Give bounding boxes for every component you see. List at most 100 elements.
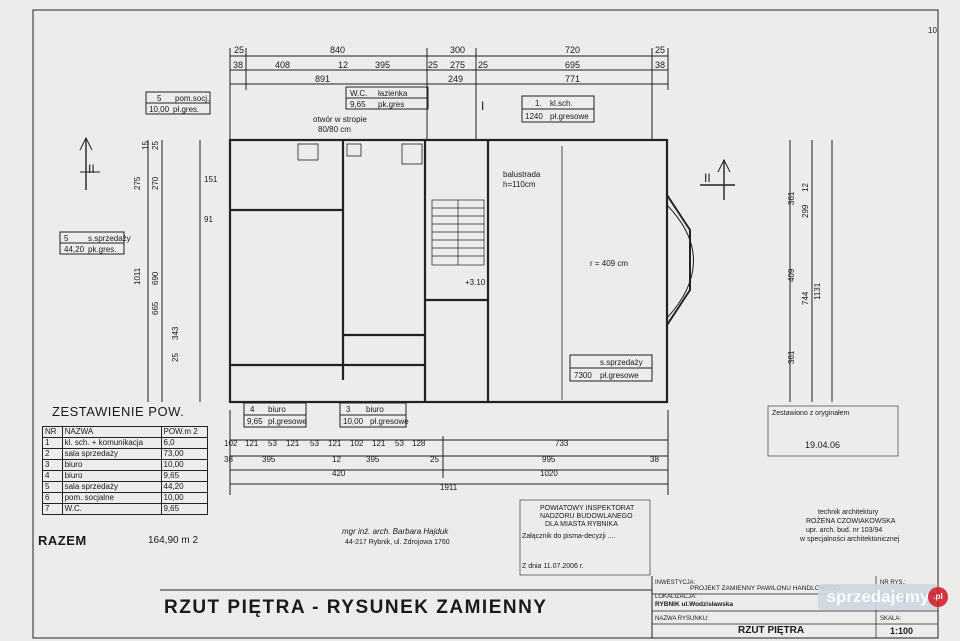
bottom-dim-16: 25 — [430, 455, 439, 464]
page-number: 10 — [928, 26, 937, 35]
left-dim-3: 270 — [151, 176, 160, 190]
kl-area: 1240 — [525, 112, 543, 121]
sala5-no: 5 — [64, 234, 69, 243]
table-cell: 5 — [42, 481, 63, 493]
left-dim-9: 665 — [151, 301, 160, 315]
section-left: II — [88, 162, 95, 176]
bottom-dim-1: 102 — [224, 439, 238, 448]
biuro3-no: 3 — [346, 405, 351, 414]
tb-inwestycja: PROJEKT ZAMIENNY PAWILONU HANDLOWEGO — [690, 585, 840, 592]
sala5-name: s.sprzedaży — [88, 234, 131, 243]
inspektorat-5: Z dnia 11.07.2006 r. — [522, 563, 584, 570]
top-dim-1: 25 — [234, 45, 244, 55]
sheet-frame — [32, 9, 939, 639]
left-dim-5: 91 — [204, 215, 213, 224]
right-dim-5: 1131 — [813, 282, 822, 300]
technik-3: upr. arch. bud. nr 103/94 — [806, 527, 882, 534]
bottom-dim-19: 420 — [332, 469, 346, 478]
room5a-no: 5 — [157, 94, 162, 103]
top-dim-5: 25 — [655, 45, 665, 55]
kl-floor: pł.gresowe — [550, 112, 589, 121]
right-dim-4: 409 — [787, 268, 796, 282]
wc-name: W.C. — [350, 89, 367, 98]
sala2-area: 7300 — [574, 371, 592, 380]
bottom-dim-18: 38 — [650, 455, 659, 464]
bottom-dim-10: 128 — [412, 439, 426, 448]
level-label: +3.10 — [465, 278, 486, 287]
table-cell: sala sprzedaży — [61, 481, 162, 493]
left-dim-7: 1011 — [133, 267, 142, 285]
table-cell: 6 — [42, 492, 63, 504]
table-header-cell: POW.m 2 — [160, 426, 208, 438]
stamp-date: 19.04.06 — [805, 440, 840, 450]
room5a-floor: pł.gres. — [173, 105, 199, 114]
tb-nr-label: NR RYS.: — [880, 580, 906, 586]
table-cell: 9,65 — [160, 503, 208, 515]
sala5-floor: pk.gres. — [88, 245, 116, 254]
bottom-dim-7: 102 — [350, 439, 364, 448]
biuro4-floor: pł.gresowe — [268, 417, 307, 426]
table-cell: 3 — [42, 459, 63, 471]
table-cell: kl. sch. + komunikacja — [61, 437, 162, 449]
watermark-logo: sprzedajemy .pl — [818, 584, 948, 610]
table-cell: 7 — [42, 503, 63, 515]
table-cell: 4 — [42, 470, 63, 482]
table-cell: 10,00 — [160, 459, 208, 471]
top-dim-11: 275 — [450, 60, 465, 70]
room5a-area: 10,00 — [149, 105, 170, 114]
top-dim-7: 408 — [275, 60, 290, 70]
table-cell: biuro — [61, 459, 162, 471]
top-dim-12: 25 — [478, 60, 488, 70]
bottom-dim-3: 53 — [268, 439, 277, 448]
tb-lokalizacja-label: LOKALIZACJA: — [655, 594, 697, 600]
biuro3-floor: pł.gresowe — [370, 417, 409, 426]
left-dim-10: 343 — [171, 326, 180, 340]
right-dim-6: 744 — [801, 291, 810, 305]
opening-label-2: 80/80 cm — [318, 125, 351, 134]
tb-skala: 1:100 — [890, 626, 913, 636]
kl-no: 1. — [535, 99, 542, 108]
bottom-dim-4: 121 — [286, 439, 300, 448]
bottom-dim-17: 995 — [542, 455, 556, 464]
top-dim-14: 38 — [655, 60, 665, 70]
table-cell: W.C. — [61, 503, 162, 515]
sala2-name: s.sprzedaży — [600, 358, 643, 367]
bottom-dim-12: 38 — [224, 455, 233, 464]
biuro4-no: 4 — [250, 405, 255, 414]
tb-nazwa: RZUT PIĘTRA — [738, 625, 804, 636]
architect-stamp-name: mgr inż. arch. Barbara Hajduk — [342, 527, 449, 536]
watermark-tld: .pl — [928, 587, 948, 607]
wc-floor: pk.gres — [378, 100, 404, 109]
inspektorat-4: Załącznik do pisma-decyzji .... — [522, 533, 615, 540]
top-dim-10: 25 — [428, 60, 438, 70]
tb-nazwa-label: NAZWA RYSUNKU: — [655, 616, 709, 622]
tb-skala-label: SKALA: — [880, 616, 901, 622]
watermark-text: sprzedajemy — [826, 587, 930, 606]
bottom-dim-8: 121 — [372, 439, 386, 448]
left-dim-2: 25 — [151, 141, 160, 150]
sala2-floor: pł.gresowe — [600, 371, 639, 380]
inspektorat-1: POWIATOWY INSPEKTORAT — [540, 505, 635, 512]
bottom-dim-6: 121 — [328, 439, 342, 448]
table-cell: 73,00 — [160, 448, 208, 460]
table-cell: 1 — [42, 437, 63, 449]
left-dim-1: 15 — [141, 141, 150, 150]
top-dim-4: 720 — [565, 45, 580, 55]
top-dim-2: 840 — [330, 45, 345, 55]
architect-stamp-addr: 44-217 Rybnik, ul. Zdrojowa 1760 — [345, 539, 450, 546]
sala5-area: 44,20 — [64, 245, 85, 254]
opening-label-1: otwór w stropie — [313, 115, 367, 124]
zestawiono-label: Zestawiono z oryginałem — [772, 410, 850, 417]
table-header-row: NR NAZWA POW.m 2 — [42, 426, 208, 438]
wc-name2: łazienka — [378, 89, 408, 98]
bottom-dim-14: 12 — [332, 455, 341, 464]
right-dim-7: 361 — [787, 350, 796, 364]
